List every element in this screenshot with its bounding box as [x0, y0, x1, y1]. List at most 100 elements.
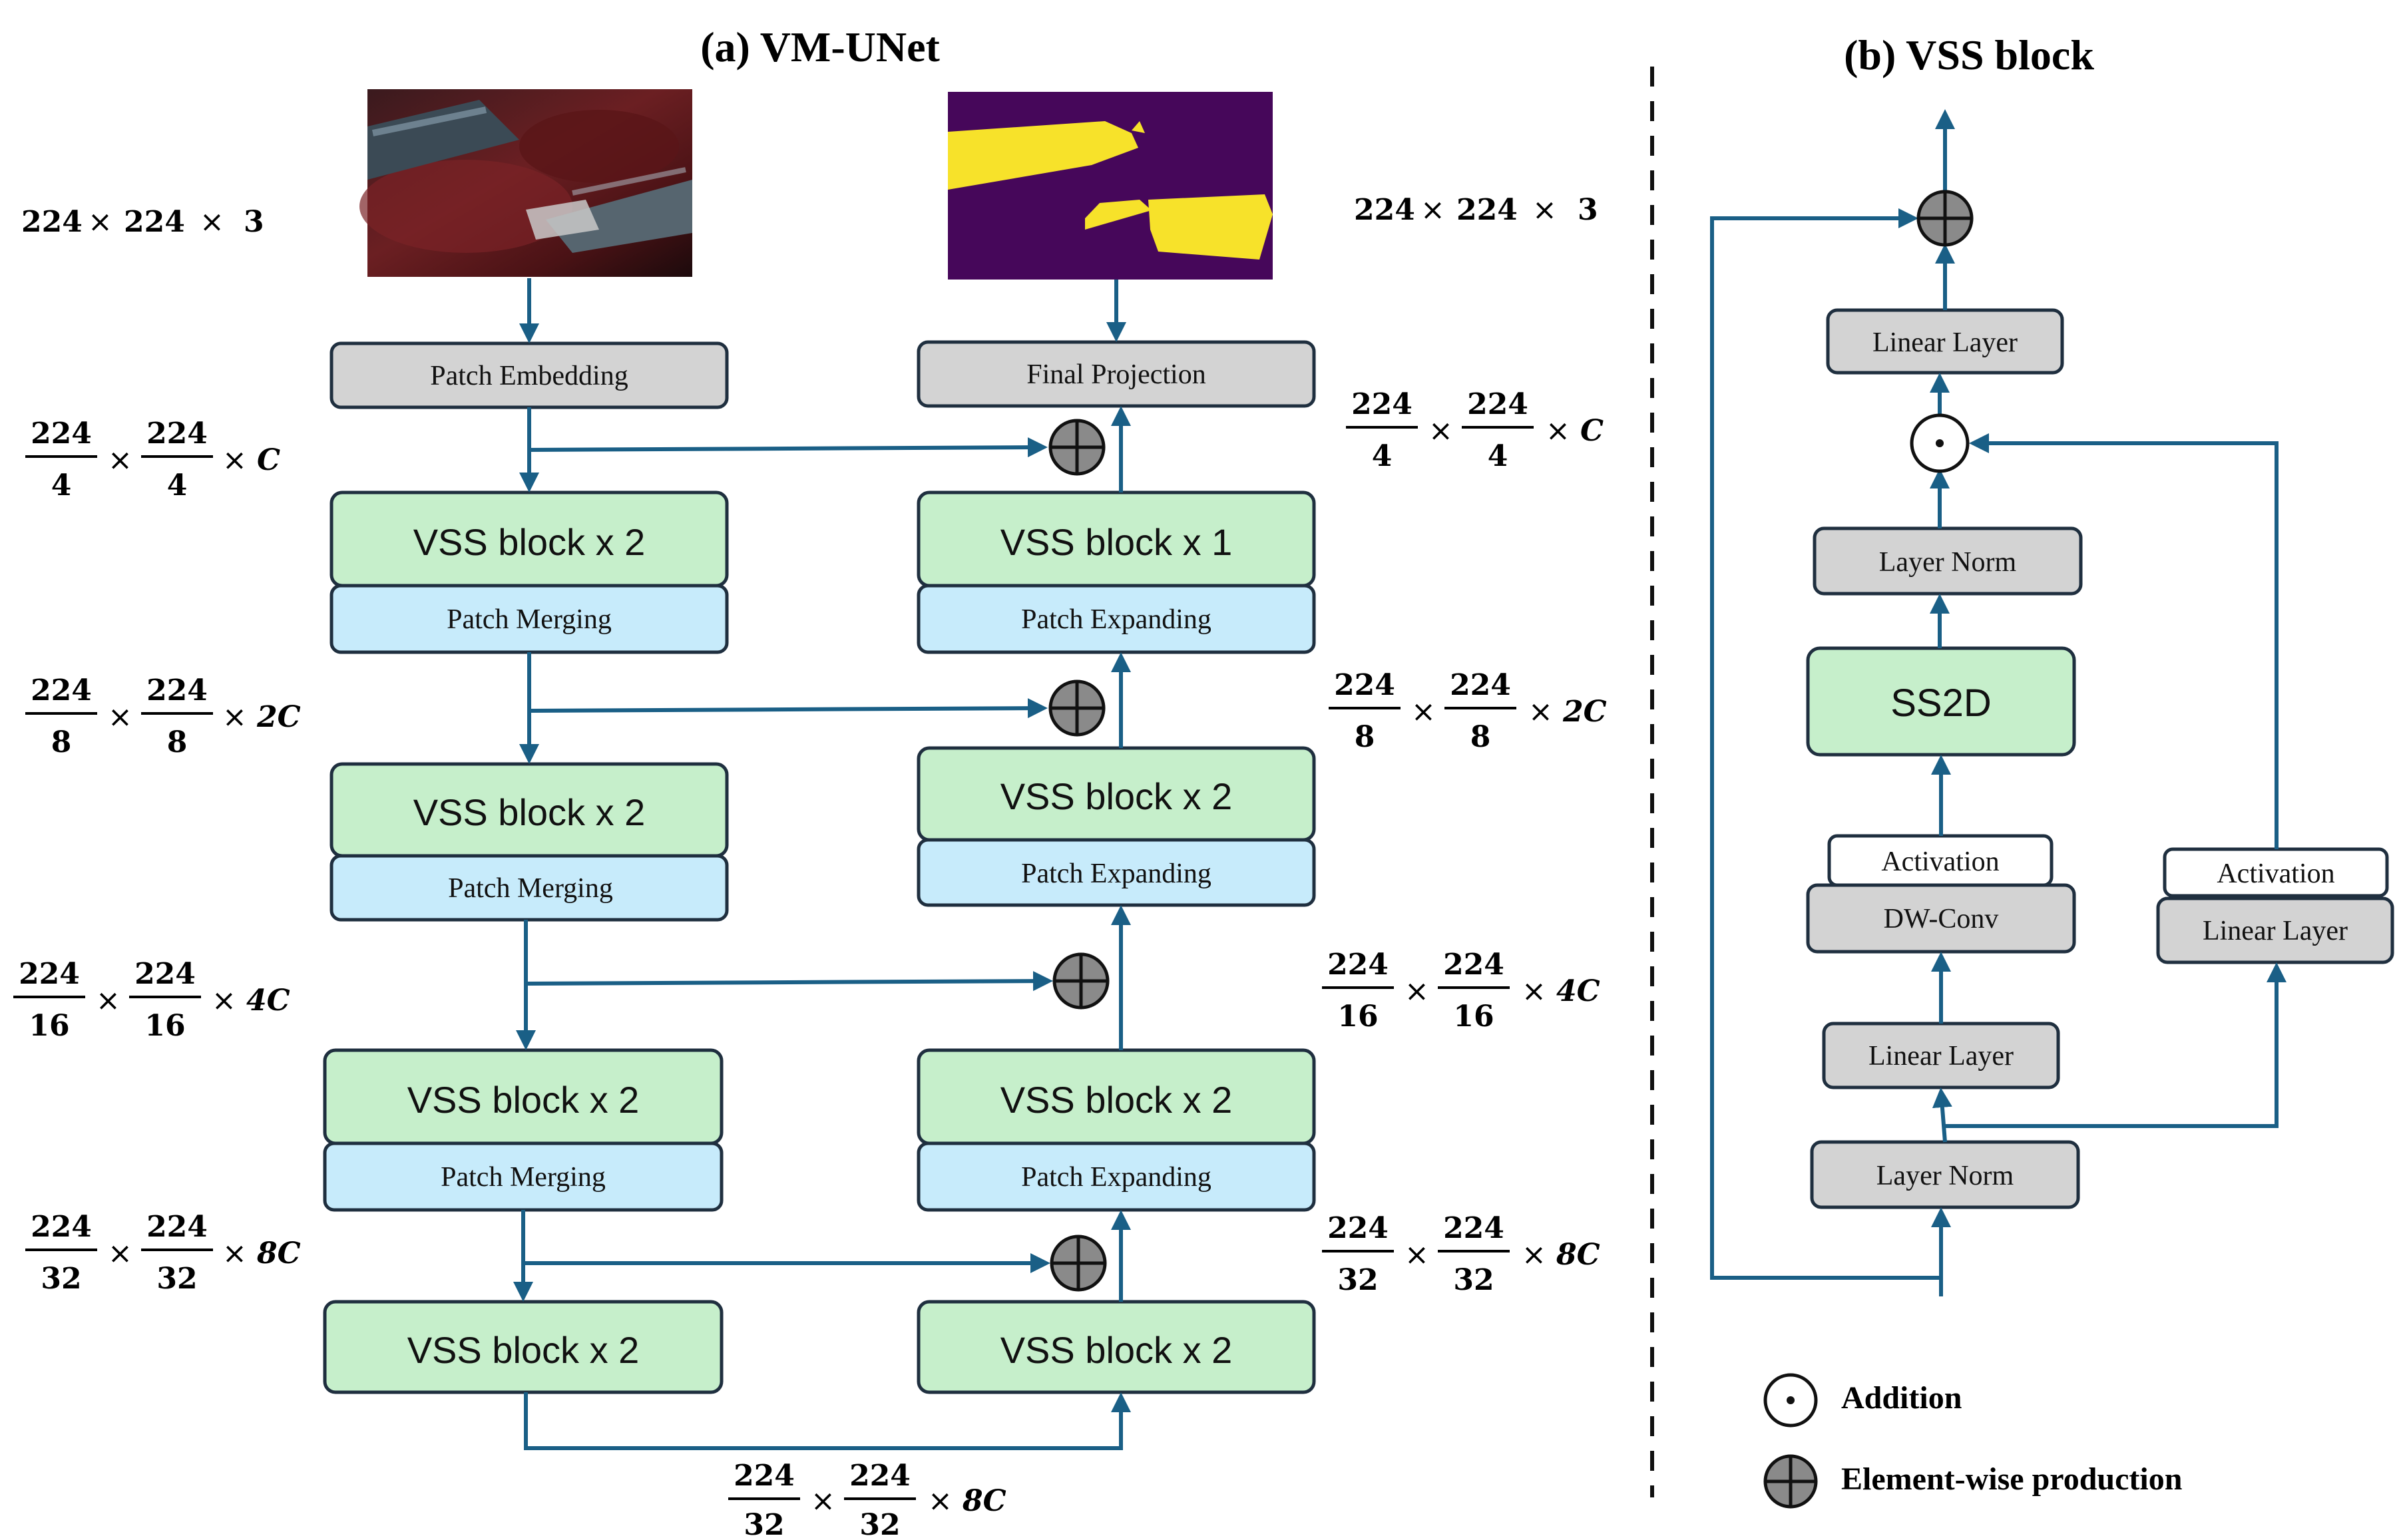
svg-text:VSS block x 2: VSS block x 2	[413, 521, 646, 563]
svg-text:8C: 8C	[256, 1237, 301, 1270]
svg-text:224: 224	[146, 674, 208, 707]
svg-text:3: 3	[1578, 193, 1598, 227]
svg-text:VSS block x 2: VSS block x 2	[413, 791, 646, 833]
svg-text:224: 224	[134, 957, 196, 991]
svg-text:VSS block x 2: VSS block x 2	[1000, 775, 1233, 817]
svg-text:32: 32	[744, 1508, 784, 1540]
title-vss-block: (b) VSS block	[1844, 31, 2094, 79]
svg-text:224: 224	[31, 417, 92, 451]
input-dim-label: 224 × 224 × 3	[21, 205, 264, 239]
legend-addition-label: Addition	[1841, 1380, 1962, 1416]
svg-text:32: 32	[1337, 1263, 1378, 1297]
svg-text:8: 8	[1355, 720, 1375, 754]
encoder-vss-block-4	[323, 1300, 724, 1394]
svg-text:4C: 4C	[246, 984, 290, 1018]
svg-text:×: ×	[88, 205, 112, 239]
vss-gating-node	[1910, 413, 1970, 473]
output-dim-label: 224 × 224 × 3	[1354, 193, 1598, 227]
svg-text:C: C	[1580, 414, 1604, 448]
final-projection-label: Final Projection	[1026, 359, 1205, 390]
svg-text:×: ×	[108, 1237, 132, 1270]
dim-label-right-2: 224 8 × 224 8 × 2C	[1329, 668, 1607, 754]
svg-text:×: ×	[1405, 1238, 1429, 1272]
input-image	[359, 89, 692, 277]
svg-text:16: 16	[1337, 1000, 1378, 1034]
svg-text:×: ×	[811, 1484, 835, 1518]
svg-text:C: C	[257, 443, 280, 477]
legend-addition-icon	[1763, 1373, 1818, 1428]
svg-text:Linear Layer: Linear Layer	[1872, 327, 2018, 358]
svg-text:16: 16	[1453, 1000, 1494, 1034]
svg-text:VSS block x 2: VSS block x 2	[407, 1329, 640, 1371]
svg-text:4: 4	[1488, 439, 1508, 473]
svg-text:×: ×	[222, 1237, 247, 1270]
svg-text:Patch Expanding: Patch Expanding	[1021, 604, 1211, 635]
svg-text:×: ×	[1528, 695, 1553, 729]
svg-text:224: 224	[31, 1210, 92, 1244]
output-mask-image	[948, 92, 1273, 280]
svg-text:224: 224	[31, 674, 92, 707]
svg-text:×: ×	[200, 205, 224, 239]
svg-text:Linear Layer: Linear Layer	[2203, 916, 2348, 946]
svg-text:×: ×	[1405, 974, 1429, 1008]
svg-text:Activation: Activation	[1881, 847, 1999, 877]
svg-text:224: 224	[146, 417, 208, 451]
dim-label-left-3: 224 16 × 224 16 × 4C	[13, 957, 290, 1043]
svg-text:16: 16	[144, 1009, 185, 1043]
svg-text:×: ×	[212, 984, 236, 1018]
svg-text:Patch Expanding: Patch Expanding	[1021, 859, 1211, 889]
svg-text:8C: 8C	[962, 1484, 1006, 1518]
svg-text:8: 8	[1470, 720, 1491, 754]
legend: Addition Element-wise production	[1763, 1373, 2182, 1509]
svg-text:×: ×	[1532, 193, 1557, 227]
svg-text:×: ×	[1546, 414, 1570, 448]
dim-label-left-2: 224 8 × 224 8 × 2C	[25, 674, 301, 759]
svg-text:4C: 4C	[1556, 974, 1600, 1008]
svg-text:224: 224	[1456, 193, 1518, 227]
dim-label-left-4: 224 32 × 224 32 × 8C	[25, 1210, 301, 1296]
svg-text:×: ×	[1522, 974, 1546, 1008]
svg-text:32: 32	[156, 1262, 197, 1296]
title-vm-unet: (a) VM-UNet	[700, 23, 940, 71]
svg-text:4: 4	[1372, 439, 1393, 473]
svg-text:224: 224	[1327, 948, 1389, 982]
svg-text:Layer Norm: Layer Norm	[1876, 1161, 2014, 1191]
svg-text:224: 224	[1443, 948, 1504, 982]
patch-embedding-label: Patch Embedding	[430, 361, 628, 391]
encoder-patch-merging-2	[329, 854, 729, 922]
svg-text:Layer Norm: Layer Norm	[1879, 547, 2017, 578]
dim-label-left-1: 224 4 × 224 4 × C	[25, 417, 280, 502]
svg-text:×: ×	[222, 700, 247, 734]
svg-text:224: 224	[1334, 668, 1395, 702]
svg-text:×: ×	[108, 443, 132, 477]
vss-residual-node	[1916, 190, 1974, 247]
svg-text:VSS block x 2: VSS block x 2	[1000, 1079, 1233, 1121]
svg-text:224: 224	[1354, 193, 1415, 227]
svg-text:224: 224	[124, 205, 185, 239]
svg-text:32: 32	[859, 1508, 900, 1540]
dim-label-right-1: 224 4 × 224 4 × C	[1346, 387, 1604, 473]
svg-text:224: 224	[1467, 387, 1528, 421]
svg-text:224: 224	[1351, 387, 1413, 421]
svg-text:×: ×	[928, 1484, 953, 1518]
svg-text:224: 224	[21, 205, 83, 239]
dim-label-bottom: 224 32 × 224 32 × 8C	[728, 1459, 1006, 1540]
svg-text:224: 224	[1450, 668, 1511, 702]
dim-label-right-4: 224 32 × 224 32 × 8C	[1322, 1211, 1600, 1297]
svg-text:2C: 2C	[256, 700, 301, 734]
svg-text:224: 224	[1327, 1211, 1389, 1245]
svg-text:16: 16	[29, 1009, 69, 1043]
svg-text:224: 224	[146, 1210, 208, 1244]
svg-text:×: ×	[1420, 193, 1445, 227]
svg-text:8: 8	[167, 725, 188, 759]
skip-node-1	[1048, 419, 1106, 476]
dim-label-right-3: 224 16 × 224 16 × 4C	[1322, 948, 1600, 1034]
unet-flow-arrows	[513, 278, 1131, 1450]
svg-text:×: ×	[1411, 695, 1436, 729]
svg-text:224: 224	[19, 957, 80, 991]
skip-node-4	[1050, 1235, 1107, 1292]
svg-text:DW-Conv: DW-Conv	[1884, 904, 1999, 934]
svg-text:Activation: Activation	[2217, 859, 2334, 889]
svg-text:Linear Layer: Linear Layer	[1868, 1041, 2014, 1071]
